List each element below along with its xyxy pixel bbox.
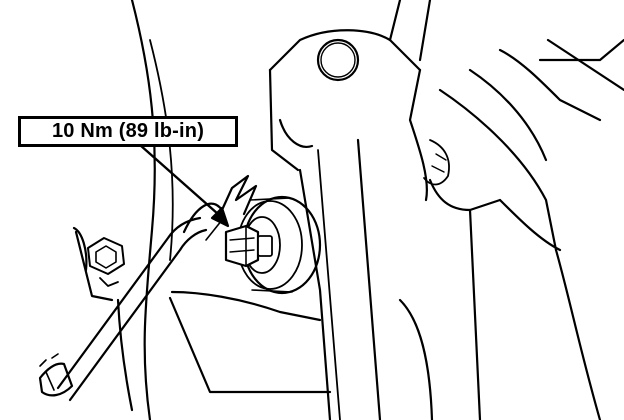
bracket-with-nut	[72, 226, 125, 302]
callout-leader	[138, 143, 230, 228]
support-bar	[56, 216, 208, 402]
wire-end	[38, 353, 74, 397]
engine-casting	[168, 0, 624, 420]
torque-callout-label: 10 Nm (89 lb-in)	[18, 116, 238, 147]
tensioner-bracket	[182, 174, 258, 241]
housing-curve-left	[116, 0, 174, 420]
pulley-bolt	[224, 224, 273, 268]
